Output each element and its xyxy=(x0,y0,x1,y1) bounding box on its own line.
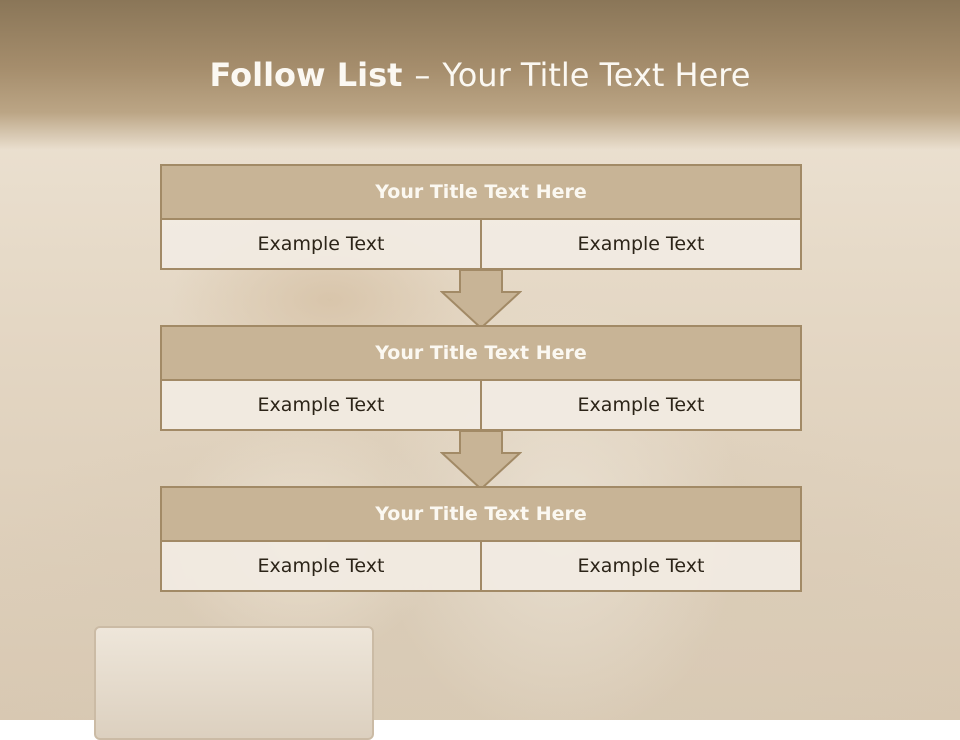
step-left-text: Example Text xyxy=(257,233,385,255)
title-rest: Your Title Text Here xyxy=(442,56,751,94)
slide-title: Follow List–Your Title Text Here xyxy=(0,56,960,94)
step-title: Your Title Text Here xyxy=(160,325,802,381)
title-dash: – xyxy=(414,56,431,94)
step-right-text: Example Text xyxy=(480,220,800,268)
step-left-text: Example Text xyxy=(257,394,385,416)
step-title: Your Title Text Here xyxy=(160,164,802,220)
step-right-text: Example Text xyxy=(480,542,800,590)
step-row: Example Text Example Text xyxy=(160,220,802,270)
down-arrow-icon xyxy=(440,270,522,330)
step-left-text: Example Text xyxy=(257,555,385,577)
step-row: Example Text Example Text xyxy=(160,381,802,431)
down-arrow-icon xyxy=(440,431,522,491)
step-block-1: Your Title Text Here Example Text Exampl… xyxy=(160,164,802,270)
title-bold: Follow List xyxy=(209,56,403,94)
step-title: Your Title Text Here xyxy=(160,486,802,542)
laptop-image xyxy=(94,626,374,740)
step-row: Example Text Example Text xyxy=(160,542,802,592)
step-right-text: Example Text xyxy=(480,381,800,429)
step-block-3: Your Title Text Here Example Text Exampl… xyxy=(160,486,802,592)
title-band xyxy=(0,0,960,150)
step-block-2: Your Title Text Here Example Text Exampl… xyxy=(160,325,802,431)
